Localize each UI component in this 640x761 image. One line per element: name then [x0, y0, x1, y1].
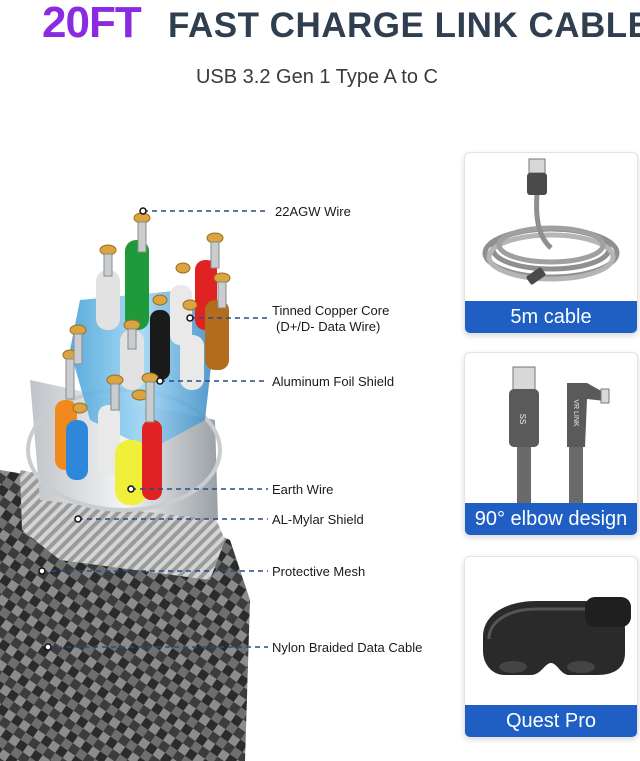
callout-label: 22AGW Wire: [275, 204, 351, 219]
coiled-cable-icon: [482, 158, 620, 285]
usb-a-label: SS: [518, 414, 527, 425]
headline-title: FAST CHARGE LINK CABLE: [168, 6, 640, 45]
callout-label: Earth Wire: [272, 482, 334, 497]
cable-cross-section-illustration: [0, 207, 268, 761]
callout-earth-wire: Earth Wire: [272, 482, 333, 498]
callout-label: Nylon Braided Data Cable: [272, 640, 423, 655]
headline: 20FT FAST CHARGE LINK CABLE: [0, 0, 640, 52]
vr-headset-icon: [483, 597, 631, 675]
callout-al-mylar-shield: AL-Mylar Shield: [272, 512, 364, 528]
callout-label: Tinned Copper Core: [272, 303, 390, 318]
callout-anchor-dots: [38, 207, 194, 651]
callout-nylon-braided-cable: Nylon Braided Data Cable: [272, 640, 422, 656]
subtitle: USB 3.2 Gen 1 Type A to C: [195, 66, 438, 88]
copper-strand-tips: [62, 212, 231, 414]
callout-aluminum-foil-shield: Aluminum Foil Shield: [272, 374, 394, 390]
card-caption: Quest Pro: [465, 705, 637, 737]
card-caption: 90° elbow design: [465, 503, 637, 535]
callout-leader-lines: [42, 210, 268, 648]
callout-tinned-copper-core: Tinned Copper Core (D+/D- Data Wire): [272, 303, 389, 335]
callout-22agw-wire: 22AGW Wire: [275, 204, 351, 220]
inner-wires: [55, 240, 229, 505]
callout-sublabel: (D+/D- Data Wire): [276, 319, 381, 334]
callout-label: Protective Mesh: [272, 564, 366, 579]
card-elbow-design: SS VR LINK 90° elbow design: [464, 352, 638, 536]
callout-protective-mesh: Protective Mesh: [272, 564, 365, 580]
callout-label: Aluminum Foil Shield: [272, 374, 395, 389]
usb-connectors-icon: SS VR LINK: [509, 366, 610, 503]
card-cable-length: 5m cable: [464, 152, 638, 334]
card-caption: 5m cable: [465, 301, 637, 333]
headline-length: 20FT: [42, 0, 142, 47]
callout-label: AL-Mylar Shield: [272, 512, 364, 527]
card-compatible-device: Quest Pro: [464, 556, 638, 738]
elbow-connector-label: VR LINK: [572, 399, 579, 427]
